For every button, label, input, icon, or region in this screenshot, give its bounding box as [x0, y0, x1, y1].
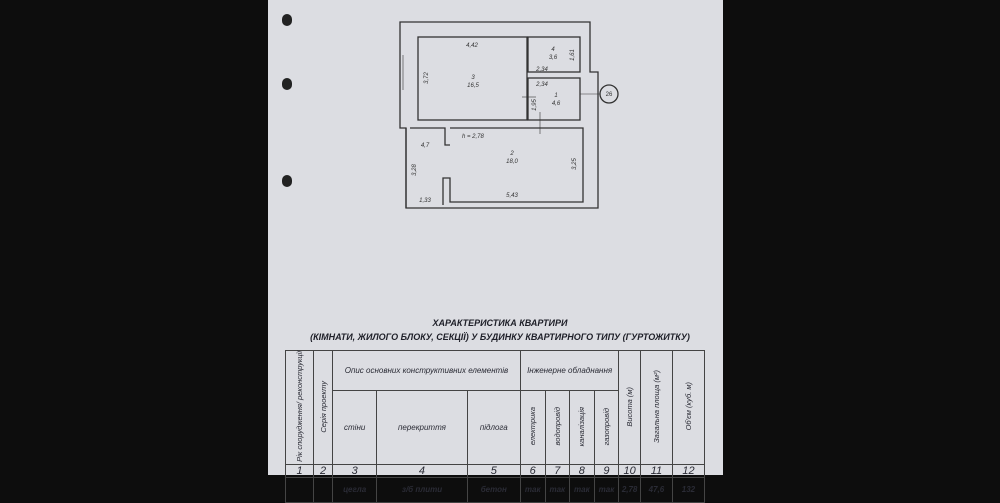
header-engineering: Інженерне обладнання [519, 350, 620, 391]
dim-label: 3,28 [412, 164, 418, 176]
value-cell: 132 [671, 476, 706, 503]
dim-label: 1,33 [419, 198, 431, 204]
room-number: 4 [551, 47, 555, 53]
column-number: 7 [544, 463, 571, 478]
value-cell: цегла [331, 476, 378, 503]
title-line-2: (КІМНАТИ, ЖИЛОГО БЛОКУ, СЕКЦІЇ) У БУДИНК… [310, 332, 690, 342]
column-number: 9 [593, 463, 620, 478]
header-walls: стіни [331, 389, 378, 465]
column-number: 10 [618, 463, 641, 478]
column-number: 6 [519, 463, 546, 478]
floor-plan: 4,42 3,72 1,61 2,34 2,34 1,95 3,25 3,28 … [399, 21, 619, 209]
room-area: 18,0 [506, 159, 518, 165]
room-area: 16,5 [467, 83, 479, 89]
dim-label: 1,95 [532, 99, 538, 111]
title-line-1: ХАРАКТЕРИСТИКА КВАРТИРИ [432, 318, 568, 328]
binder-hole [282, 175, 292, 187]
column-number: 11 [639, 463, 673, 478]
dim-label: 5,43 [506, 193, 518, 199]
header-year: Рік спорудження/ реконструкції [295, 351, 304, 462]
room-area: 4,6 [552, 101, 561, 107]
header-water: водопровід [552, 407, 562, 446]
header-series: Серія проекту [318, 380, 328, 433]
dim-label: 4,7 [421, 143, 430, 149]
column-number: 1 [285, 463, 314, 478]
binder-hole [282, 78, 292, 90]
room-area: 3,6 [549, 55, 558, 61]
column-number: 4 [376, 463, 468, 478]
value-cell [313, 476, 333, 503]
values-row: цегла з/б плити бетон так так так так 2,… [285, 476, 706, 503]
binder-hole [282, 14, 292, 26]
column-number: 2 [313, 463, 333, 478]
ceiling-height-label: h = 2,78 [462, 134, 485, 140]
column-number: 5 [466, 463, 521, 478]
value-cell: 2,78 [618, 476, 641, 503]
dim-label: 2,34 [535, 67, 548, 73]
column-number: 12 [671, 463, 706, 478]
value-cell: бетон [466, 476, 521, 503]
value-cell [285, 476, 314, 503]
column-number: 3 [331, 463, 378, 478]
header-floor: підлога [466, 389, 521, 465]
column-number: 8 [569, 463, 595, 478]
apartment-number: 26 [606, 92, 613, 98]
header-area: Загальна площа (м²) [651, 369, 661, 443]
value-cell: так [593, 476, 620, 503]
header-electric: електрика [528, 407, 538, 446]
room-number: 1 [554, 93, 557, 99]
value-cell: з/б плити [376, 476, 468, 503]
dim-label: 4,42 [466, 43, 478, 49]
header-gas: газопровід [601, 407, 611, 446]
value-cell: так [569, 476, 595, 503]
dim-label: 3,25 [572, 158, 578, 170]
header-construction: Опис основних конструктивних елементів [332, 350, 521, 391]
column-number-row: 1 2 3 4 5 6 7 8 9 10 11 12 [285, 463, 706, 478]
room-number: 2 [509, 151, 514, 157]
header-ceiling: перекриття [376, 389, 468, 465]
value-cell: так [519, 476, 546, 503]
header-height: Висота (м) [625, 386, 635, 427]
header-sewer: каналізація [577, 406, 587, 447]
room-number: 3 [471, 75, 475, 81]
dim-label: 3,72 [424, 72, 430, 84]
dim-label: 1,61 [570, 49, 576, 61]
dim-label: 2,34 [535, 82, 548, 88]
value-cell: так [544, 476, 571, 503]
header-volume: Об'єм (куб. м) [683, 382, 693, 431]
value-cell: 47,6 [639, 476, 673, 503]
apartment-characteristics-table: Рік спорудження/ реконструкції Серія про… [285, 350, 706, 503]
